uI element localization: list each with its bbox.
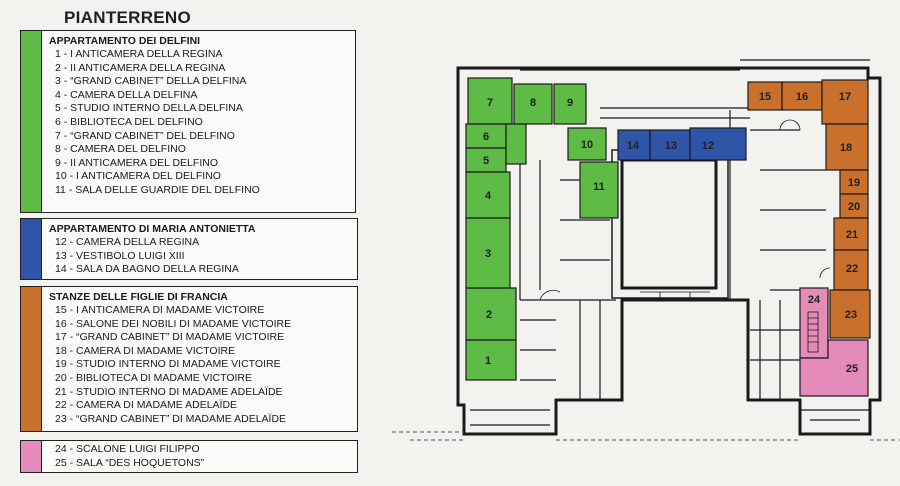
rooms-blue bbox=[617, 127, 747, 161]
room-label: 9 bbox=[567, 97, 573, 109]
room-label: 1 bbox=[485, 355, 491, 367]
legend-item: 3 - “GRAND CABINET” DELLA DELFINA bbox=[55, 75, 247, 88]
room-label: 12 bbox=[702, 140, 714, 152]
plan-dashed-boundary bbox=[392, 431, 900, 441]
legend-item: 15 - I ANTICAMERA DI MADAME VICTOIRE bbox=[55, 304, 265, 316]
room-label: 24 bbox=[808, 294, 821, 306]
legend-item: 18 - CAMERA DI MADAME VICTOIRE bbox=[55, 344, 236, 357]
legend-item: 24 - SCALONE LUIGI FILIPPO bbox=[55, 443, 200, 455]
room-5 bbox=[465, 147, 507, 173]
legend-item: 12 - CAMERA DELLA REGINA bbox=[55, 236, 200, 248]
legend-heading: APPARTAMENTO DEI DELFINI bbox=[49, 35, 201, 47]
room-17 bbox=[821, 79, 869, 125]
legend-swatch-orange bbox=[21, 287, 42, 431]
room-label: 15 bbox=[759, 91, 771, 103]
room-label: 11 bbox=[593, 181, 605, 193]
room-23 bbox=[829, 289, 871, 339]
room-12 bbox=[689, 127, 747, 161]
room-13 bbox=[649, 129, 691, 161]
rooms-orange bbox=[747, 79, 871, 339]
room-22 bbox=[833, 249, 869, 291]
room-10 bbox=[567, 127, 607, 161]
room-4 bbox=[465, 171, 511, 219]
room-3 bbox=[465, 217, 511, 289]
legend-item: 22 - CAMERA DI MADAME ADELAÏDE bbox=[55, 399, 238, 412]
legend-item: 11 - SALA DELLE GUARDIE DEL DELFINO bbox=[55, 183, 260, 196]
rooms-green bbox=[465, 77, 619, 381]
legend-item: 23 - “GRAND CABINET” DI MADAME ADELAÏDE bbox=[55, 412, 287, 425]
legend-group-maria-antonietta: APPARTAMENTO DI MARIA ANTONIETTA 12 - CA… bbox=[20, 218, 358, 280]
room-15 bbox=[747, 81, 783, 111]
plan-interior-walls bbox=[470, 59, 870, 426]
room-label: 4 bbox=[485, 190, 492, 202]
room-label: 2 bbox=[486, 309, 492, 321]
legend-item: 5 - STUDIO INTERNO DELLA DELFINA bbox=[55, 102, 243, 115]
room-8 bbox=[513, 83, 553, 125]
legend-item: 13 - VESTIBOLO LUIGI XIII bbox=[55, 249, 185, 262]
room-1 bbox=[465, 339, 517, 381]
room-2 bbox=[465, 287, 517, 341]
room-label: 7 bbox=[487, 97, 493, 109]
room-label: 25 bbox=[846, 363, 858, 375]
room-label: 10 bbox=[581, 139, 593, 151]
legend-group-pink: 24 - SCALONE LUIGI FILIPPO 25 - SALA “DE… bbox=[20, 440, 358, 473]
room-label: 16 bbox=[796, 91, 808, 103]
room-25 bbox=[799, 339, 869, 397]
room-6-annex bbox=[505, 123, 527, 165]
room-label: 14 bbox=[627, 140, 640, 152]
room-label: 19 bbox=[848, 177, 860, 189]
room-label: 18 bbox=[840, 142, 852, 154]
room-label: 5 bbox=[483, 155, 489, 167]
legend-item: 6 - BIBLIOTECA DEL DELFINO bbox=[55, 115, 203, 128]
room-18 bbox=[825, 123, 869, 171]
legend-item: 10 - I ANTICAMERA DEL DELFINO bbox=[55, 170, 221, 183]
room-7 bbox=[467, 77, 513, 125]
room-19 bbox=[839, 169, 869, 195]
room-label: 3 bbox=[485, 248, 491, 260]
legend-group-figlie-di-francia: STANZE DELLE FIGLIE DI FRANCIA 15 - I AN… bbox=[20, 286, 358, 432]
legend-swatch-pink bbox=[21, 441, 42, 472]
room-label: 20 bbox=[848, 201, 860, 213]
legend-item: 8 - CAMERA DEL DELFINO bbox=[55, 143, 186, 156]
room-label: 23 bbox=[845, 309, 857, 321]
room-label: 22 bbox=[846, 263, 858, 275]
staircase-marks bbox=[539, 119, 831, 353]
room-label: 6 bbox=[483, 131, 489, 143]
legend-item: 7 - “GRAND CABINET” DEL DELFINO bbox=[55, 129, 235, 142]
legend-group-delfini: APPARTAMENTO DEI DELFINI 1 - I ANTICAMER… bbox=[20, 30, 356, 213]
room-14 bbox=[617, 129, 651, 161]
legend-heading: APPARTAMENTO DI MARIA ANTONIETTA bbox=[49, 223, 256, 235]
legend-swatch-blue bbox=[21, 219, 42, 279]
legend-item: 25 - SALA “DES HOQUETONS” bbox=[55, 456, 205, 469]
legend-item: 21 - STUDIO INTERNO DI MADAME ADELAÏDE bbox=[55, 385, 283, 398]
room-label: 17 bbox=[839, 91, 851, 103]
legend-swatch-green bbox=[21, 31, 42, 212]
legend-item: 17 - “GRAND CABINET” DI MADAME VICTOIRE bbox=[55, 331, 285, 344]
room-label: 8 bbox=[530, 97, 536, 109]
rooms-pink bbox=[799, 287, 869, 397]
room-label: 21 bbox=[846, 229, 858, 241]
legend-item: 1 - I ANTICAMERA DELLA REGINA bbox=[55, 48, 223, 60]
room-9 bbox=[553, 83, 587, 125]
floor-title: PIANTERRENO bbox=[64, 8, 192, 27]
room-11 bbox=[579, 161, 619, 219]
legend-item: 4 - CAMERA DELLA DELFINA bbox=[55, 88, 198, 101]
legend-item: 20 - BIBLIOTECA DI MADAME VICTOIRE bbox=[55, 371, 253, 384]
legend-item: 16 - SALONE DEI NOBILI DI MADAME VICTOIR… bbox=[55, 317, 292, 330]
legend-item: 14 - SALA DA BAGNO DELLA REGINA bbox=[55, 263, 239, 276]
legend-item: 2 - II ANTICAMERA DELLA REGINA bbox=[55, 61, 226, 74]
room-numbers: 1 2 3 4 5 6 7 8 9 10 11 12 13 14 15 16 1… bbox=[483, 91, 860, 375]
room-label: 13 bbox=[665, 140, 677, 152]
legend-heading: STANZE DELLE FIGLIE DI FRANCIA bbox=[49, 291, 228, 303]
legend-item: 19 - STUDIO INTERNO DI MADAME VICTOIRE bbox=[55, 358, 281, 371]
legend-item: 9 - II ANTICAMERA DEL DELFINO bbox=[55, 156, 218, 169]
